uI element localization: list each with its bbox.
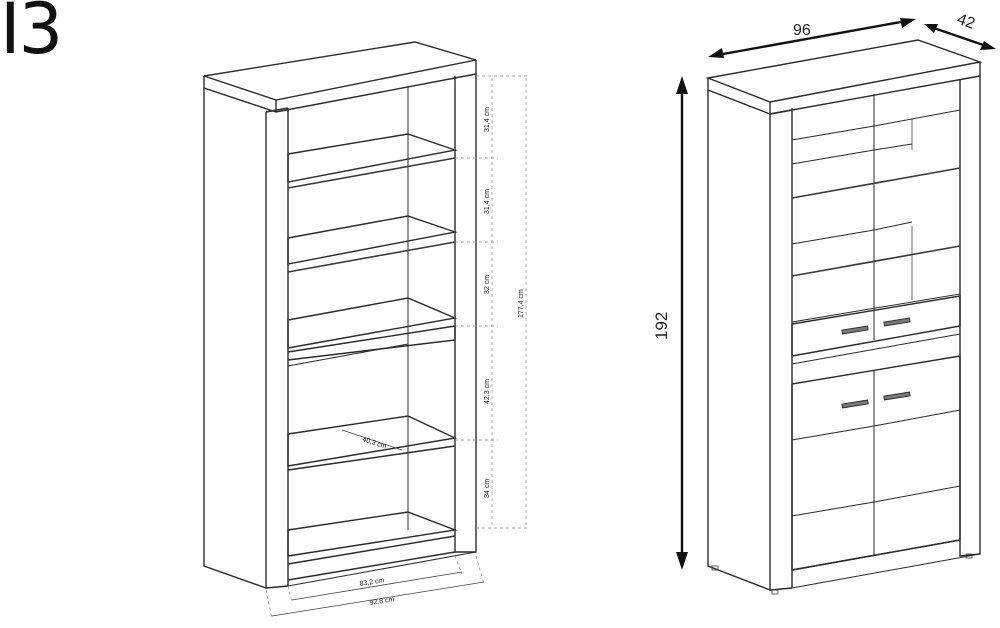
width-arrow xyxy=(711,18,913,58)
glass-cabinet-drawing xyxy=(705,39,983,595)
shelves xyxy=(287,133,458,557)
width-dimensions: 83,2 cm 92,8 cm xyxy=(265,555,485,619)
inner-width-label: 83,2 cm xyxy=(359,577,385,588)
spacing-label-3: 32 cm xyxy=(484,275,491,294)
depth-arrow xyxy=(927,24,993,50)
spacing-label-2: 31,4 cm xyxy=(484,189,491,214)
spacing-label-4: 42,3 cm xyxy=(484,379,491,404)
model-code-label: I3 xyxy=(0,0,63,70)
overall-height-label: 192 xyxy=(652,312,671,340)
spacing-label-5: 34 cm xyxy=(484,479,491,498)
outer-width-label: 92,8 cm xyxy=(369,596,395,607)
inner-height-label: 177,4 cm xyxy=(518,289,525,318)
shelf-depth-line xyxy=(341,429,403,451)
overall-depth-label: 42 xyxy=(955,11,978,33)
shelf-depth-label: 40,3 cm xyxy=(361,436,387,450)
overall-width-label: 96 xyxy=(793,22,811,39)
open-bookcase-drawing: 40,3 cm xyxy=(203,41,477,589)
spacing-label-1: 31,4 cm xyxy=(484,107,491,132)
shelf-spacing-dimensions: 31,4 cm 31,4 cm 32 cm 42,3 cm 34 cm 177,… xyxy=(455,75,528,529)
overall-dimensions: 96 42 192 xyxy=(652,11,996,570)
